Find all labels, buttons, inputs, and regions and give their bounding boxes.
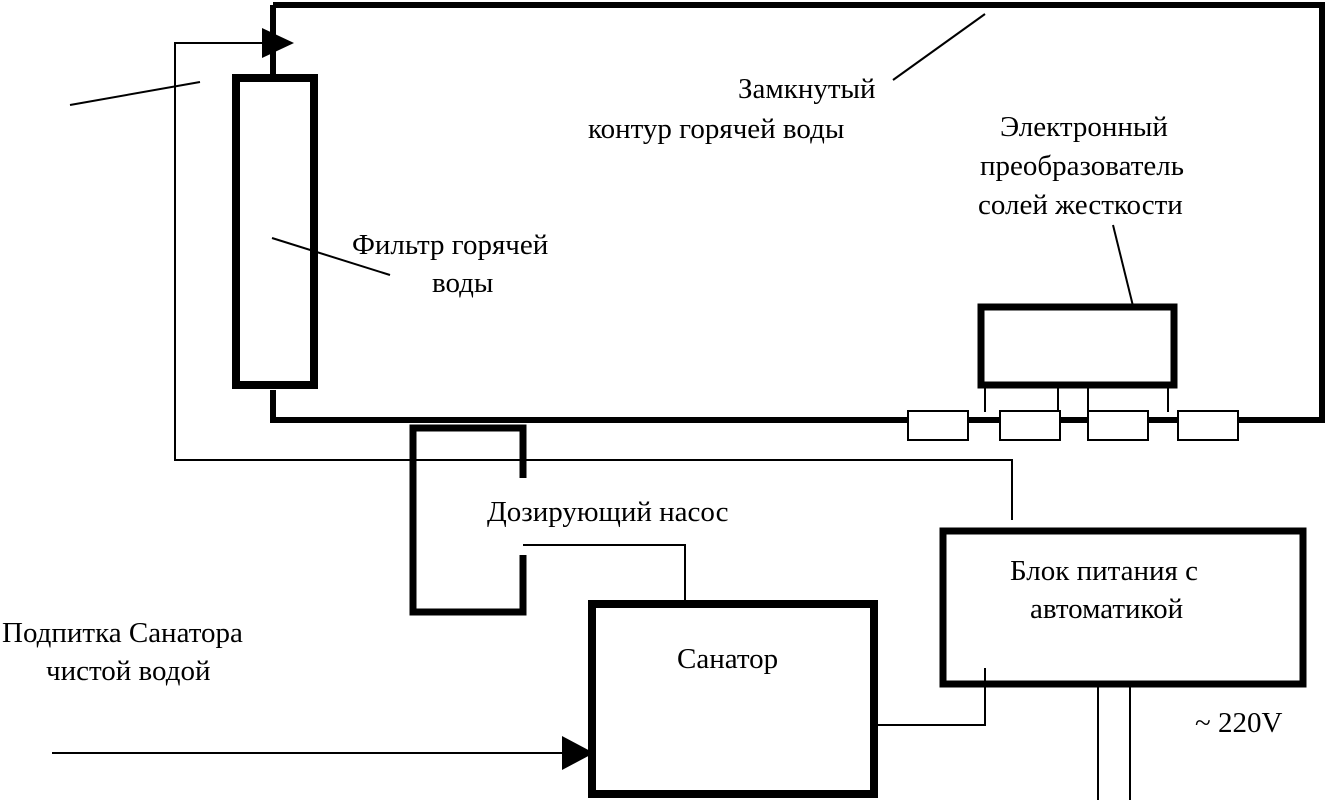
power-to-sanator-wire <box>874 668 986 726</box>
sanator-box <box>588 600 878 798</box>
sanator-label: Санатор <box>677 643 778 675</box>
coil-element <box>1177 410 1239 441</box>
makeup-label-1: Подпитка Санатора <box>2 617 243 649</box>
leader-converter <box>1112 224 1134 307</box>
makeup-label-2: чистой водой <box>46 655 210 687</box>
hot-water-loop <box>270 2 1325 423</box>
dosing-pump-outlet <box>523 544 686 602</box>
voltage-label: ~ 220V <box>1195 707 1282 739</box>
dosing-pump-bracket <box>409 424 527 616</box>
power-block <box>939 527 1307 688</box>
coil-element <box>907 410 969 441</box>
converter-label-3: солей жесткости <box>978 189 1183 221</box>
closed-loop-label-1: Замкнутый <box>738 73 876 105</box>
feed-arrow <box>262 28 294 58</box>
makeup-arrow <box>562 736 594 770</box>
leader-filter <box>271 237 391 276</box>
filter-label-1: Фильтр горячей <box>352 229 548 261</box>
dosing-pump-label: Дозирующий насос <box>487 496 729 528</box>
coil-element <box>999 410 1061 441</box>
converter-label-1: Электронный <box>1000 111 1168 143</box>
power-block-label-2: автоматикой <box>1030 593 1183 625</box>
electronic-converter <box>977 303 1178 389</box>
hot-water-filter <box>232 74 318 389</box>
coil-element <box>1087 410 1149 441</box>
closed-loop-label-2: контур горячей воды <box>588 113 844 145</box>
converter-label-2: преобразователь <box>980 150 1184 182</box>
feed-line <box>174 42 1013 520</box>
leader-top-left <box>69 81 201 106</box>
power-block-label-1: Блок питания с <box>1010 555 1198 587</box>
leader-loop <box>892 13 986 81</box>
filter-label-2: воды <box>432 267 493 299</box>
